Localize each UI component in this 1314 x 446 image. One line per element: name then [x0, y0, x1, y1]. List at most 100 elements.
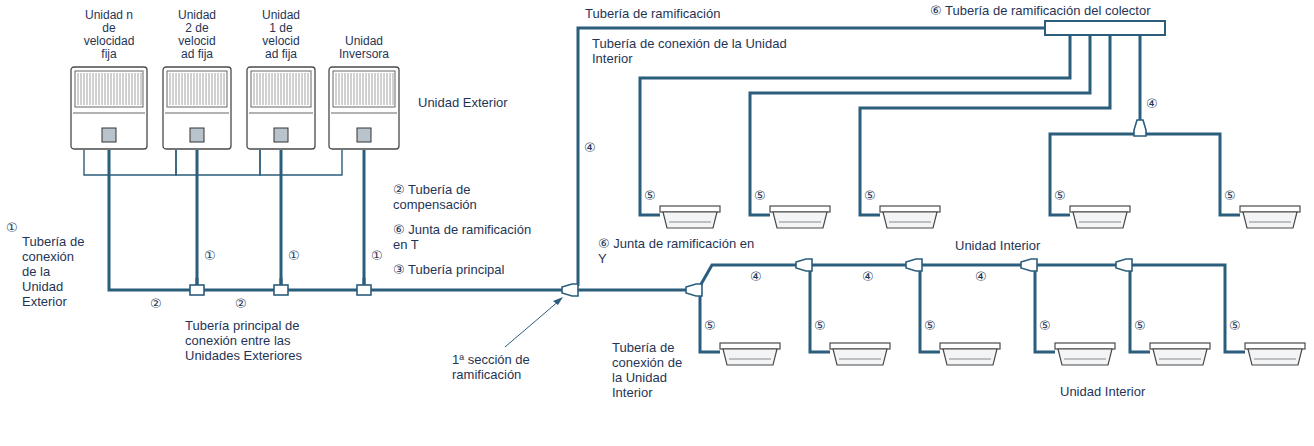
grille-bar [102, 73, 103, 105]
pipe-label: Tubería de conexión de la Unidad Interio… [592, 36, 792, 66]
grille-bar [176, 73, 177, 105]
grille-bar [390, 73, 391, 105]
grille-bar [81, 73, 82, 105]
grille-bar [354, 73, 355, 105]
callout-number: ① [6, 220, 18, 235]
grille-bar [278, 73, 279, 105]
indoor-unit-grille [779, 222, 821, 223]
pipe-label: 1ª sección de ramificación [452, 352, 534, 382]
callout-number: ⑤ [924, 318, 936, 333]
grille-bar [369, 73, 370, 105]
pipe-label: ③ Tubería principal [393, 262, 504, 277]
indoor-unit-body [883, 212, 937, 228]
indoor-unit-body [773, 212, 827, 228]
grille-bar [275, 73, 276, 105]
callout-number: ⑤ [1224, 188, 1236, 203]
grille-bar [105, 73, 106, 105]
indoor-unit-body [1058, 349, 1112, 365]
grille-bar [348, 73, 349, 105]
grille-bar [281, 73, 282, 105]
grille-bar [117, 73, 118, 105]
refrigerant-pipe [700, 294, 720, 352]
y-branch-joint [796, 259, 812, 271]
grille-bar [345, 73, 346, 105]
grille-bar [336, 73, 337, 105]
pipe-label: Tubería de conexión de la Unidad Interio… [612, 340, 692, 400]
grille-bar [206, 73, 207, 105]
outdoor-unit: Unidad 2 de velocidad fija [162, 66, 232, 150]
callout-number: ⑤ [814, 318, 826, 333]
indoor-unit-plate [1150, 343, 1210, 349]
grille-bar [224, 73, 225, 105]
compensation-pipe [260, 150, 342, 175]
compensation-pipe [176, 150, 260, 175]
grille-bar [93, 73, 94, 105]
refrigerant-pipe [860, 35, 1110, 215]
grille-bar [387, 73, 388, 105]
refrigerant-pipe [109, 150, 568, 290]
grille-bar [99, 73, 100, 105]
grille-bar [287, 73, 288, 105]
grille-bar [381, 73, 382, 105]
grille-bar [203, 73, 204, 105]
indoor-unit-body [663, 212, 717, 228]
indoor-unit-plate [1055, 343, 1115, 349]
y-branch-joint [562, 284, 578, 296]
refrigerant-pipe [1050, 134, 1140, 215]
pipe-label: Unidad Exterior [418, 95, 508, 110]
fan-grille [167, 71, 227, 107]
t-branch-stub [196, 278, 199, 285]
unit-label: Unidad 2 de velocidad fija [175, 9, 219, 61]
grille-bar [212, 73, 213, 105]
grille-bar [384, 73, 385, 105]
panel-seam [249, 113, 313, 114]
leader-arrowhead [553, 297, 563, 305]
t-branch-stub [280, 278, 283, 285]
grille-bar [293, 73, 294, 105]
leader-line [505, 300, 560, 347]
service-valve [357, 128, 371, 142]
refrigerant-pipe [1035, 265, 1055, 352]
fan-grille [333, 71, 395, 107]
grille-bar [188, 73, 189, 105]
grille-bar [191, 73, 192, 105]
pipe-label: Unidad Interior [1060, 384, 1145, 399]
y-branch-joint [906, 259, 922, 271]
indoor-unit-grille [1254, 359, 1296, 360]
callout-number: ④ [1146, 96, 1158, 111]
grille-bar [272, 73, 273, 105]
indoor-unit-body [1243, 212, 1297, 228]
grille-bar [87, 73, 88, 105]
fan-grille [251, 71, 311, 107]
unit-housing [71, 67, 147, 149]
outdoor-unit-drawing [328, 66, 400, 150]
grille-bar [84, 73, 85, 105]
grille-bar [138, 73, 139, 105]
panel-seam [331, 113, 397, 114]
indoor-unit-grille [729, 359, 771, 360]
callout-number: ⑤ [1054, 188, 1066, 203]
callout-number: ① [288, 248, 300, 263]
indoor-unit-plate [660, 206, 720, 212]
grille-bar [120, 73, 121, 105]
indoor-unit-plate [1245, 343, 1305, 349]
compensation-pipe [84, 150, 176, 175]
grille-bar [141, 73, 142, 105]
grille-bar [308, 73, 309, 105]
grille-bar [254, 73, 255, 105]
refrigerant-pipe [700, 265, 1245, 352]
grille-bar [218, 73, 219, 105]
indoor-unit-grille [669, 222, 711, 223]
grille-bar [197, 73, 198, 105]
t-branch-joint [190, 285, 204, 295]
refrigerant-pipe [578, 289, 700, 292]
grille-bar [179, 73, 180, 105]
refrigerant-pipe [810, 265, 830, 352]
grille-bar [372, 73, 373, 105]
t-branch-joint [274, 285, 288, 295]
panel-seam [165, 113, 229, 114]
grille-bar [111, 73, 112, 105]
grille-bar [78, 73, 79, 105]
callout-number: ④ [862, 269, 874, 284]
indoor-unit-plate [770, 206, 830, 212]
